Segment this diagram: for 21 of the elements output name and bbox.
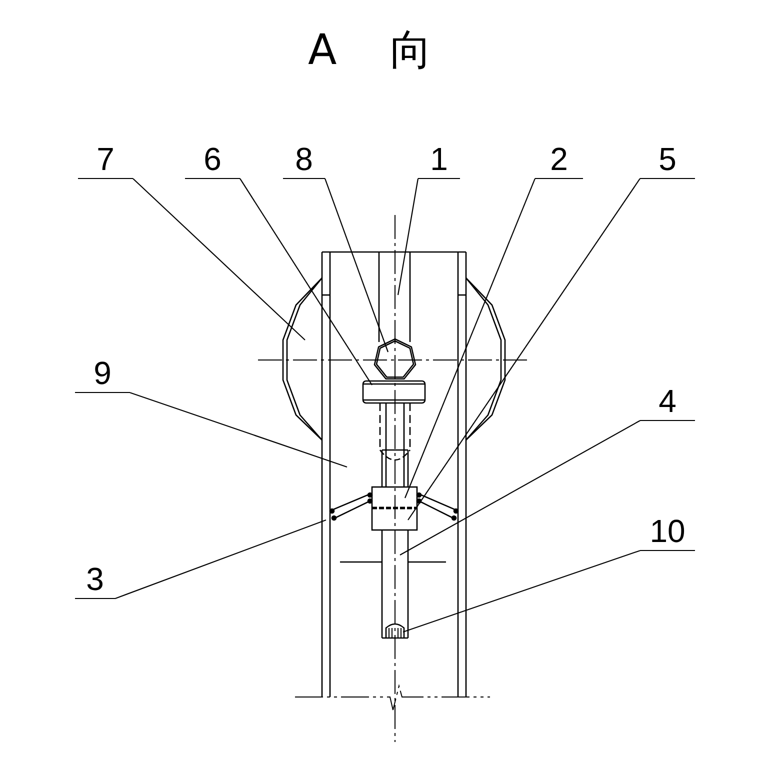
leader-line [400,420,640,556]
callout-number: 2 [535,140,583,179]
callout-number: 5 [640,140,695,179]
leader-line [397,178,419,296]
callout-number: 4 [640,382,695,421]
leader-line [240,178,372,386]
leader-line [408,178,640,520]
leader-line [132,178,306,340]
leader-line [324,178,389,352]
leader-line [404,178,536,498]
callout-number: 10 [640,512,695,551]
callout-number: 1 [418,140,460,179]
callout-number: 8 [283,140,325,179]
leader-line [114,519,326,600]
callout-number: 9 [75,354,130,393]
callout-number: 3 [75,560,115,599]
leader-line [130,392,348,468]
callout-number: 6 [185,140,240,179]
callout-number: 7 [78,140,133,179]
leader-line [402,550,640,633]
view-title: A 向 [306,24,454,76]
